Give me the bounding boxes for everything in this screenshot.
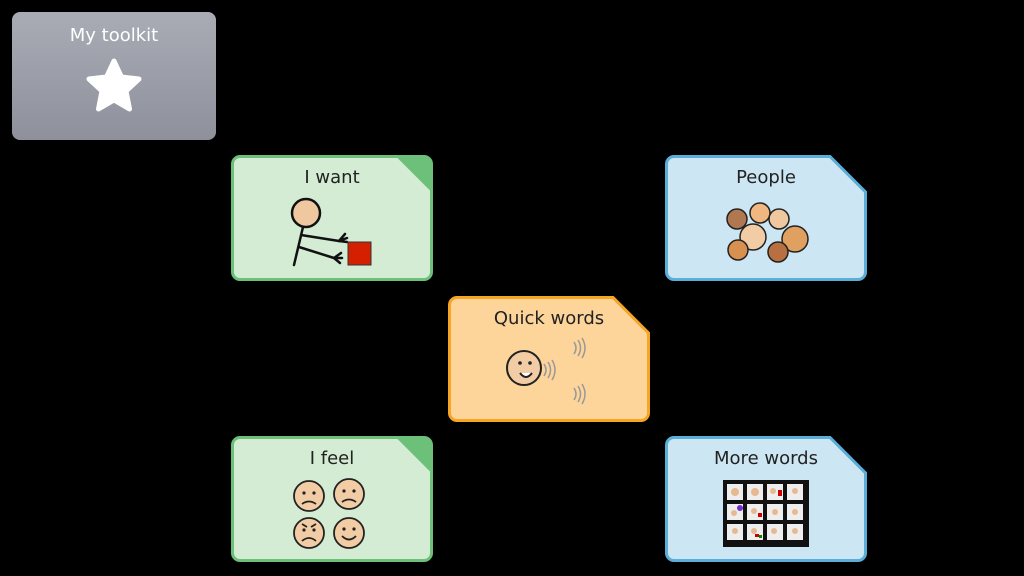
person-reaching-icon [290, 197, 372, 267]
folded-corner [396, 437, 432, 473]
feelings-faces-icon [293, 478, 365, 549]
people-faces-icon [726, 202, 809, 263]
card-label: Quick words [493, 308, 605, 329]
card-label: I feel [309, 448, 355, 469]
my-toolkit-button[interactable]: My toolkit [12, 12, 216, 140]
card-label: People [736, 167, 796, 188]
speaking-face-icon [506, 337, 586, 405]
card-label: More words [714, 448, 818, 469]
my-toolkit-label: My toolkit [69, 25, 159, 46]
card-background [231, 155, 433, 281]
card-more-words[interactable]: More words [665, 436, 867, 562]
card-label: I want [304, 167, 360, 188]
card-quick-words[interactable]: Quick words [448, 296, 650, 422]
card-i-feel[interactable]: I feel [231, 436, 433, 562]
card-background [448, 296, 650, 422]
folded-corner [396, 156, 432, 192]
card-people[interactable]: People [665, 155, 867, 281]
card-background [231, 436, 433, 562]
symbol-grid-icon [723, 480, 809, 547]
star-icon [86, 58, 142, 112]
card-i-want[interactable]: I want [231, 155, 433, 281]
